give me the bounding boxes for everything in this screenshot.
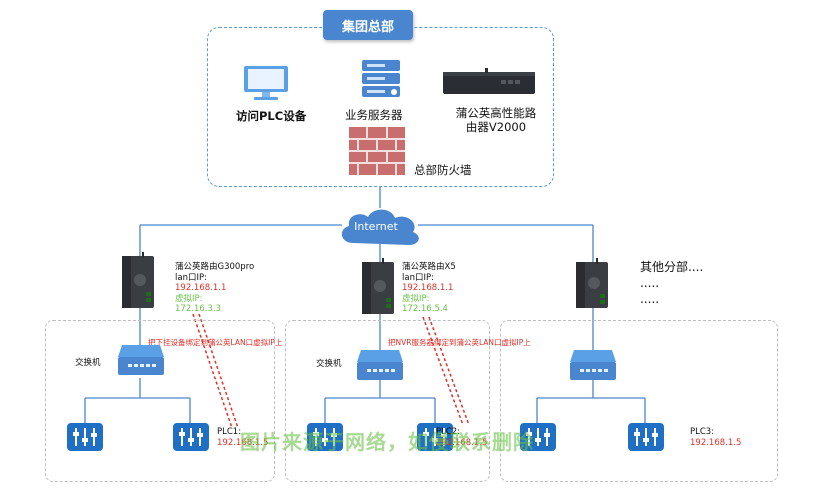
firewall-icon: [349, 127, 405, 175]
branch1-switch-label: 交换机: [75, 358, 101, 368]
branch1-virtual-ip: 172.16.3.3: [175, 304, 221, 314]
branch1-router-info: 蒲公英路由G300pro lan口IP: 192.168.1.1 虚拟IP: 1…: [175, 262, 254, 315]
watermark-text: 图片来源于网络，如侵联系删除: [240, 430, 534, 454]
branch2-note: 把NVR服务器绑定到蒲公英LAN口虚拟IP上: [388, 338, 531, 347]
switch-icon: [118, 345, 164, 375]
switch-icon: [570, 350, 616, 380]
branch1-virtual-label: 虚拟IP:: [175, 293, 203, 304]
branch2-virtual-label: 虚拟IP:: [402, 293, 430, 304]
plc2-ip: 192.168.1.5: [436, 437, 488, 448]
branch1-note: 把下挂设备绑定到蒲公英LAN口虚拟IP上: [148, 338, 283, 347]
hq-title: 集团总部: [323, 10, 413, 40]
branch1-box: [45, 320, 275, 482]
server-icon: [362, 60, 400, 97]
router-x5-icon: [362, 258, 394, 314]
plc3-ip: 192.168.1.5: [690, 437, 742, 448]
router-v2000-icon: [443, 68, 535, 94]
plc3-info: PLC3: 192.168.1.5: [690, 427, 741, 448]
plc-device-icon: [307, 423, 343, 451]
branch2-switch-label: 交换机: [316, 359, 342, 369]
plc-device-icon: [520, 423, 556, 451]
branch2-lan-label: lan口IP:: [402, 272, 434, 283]
branch2-router-title: 蒲公英路由X5: [402, 262, 456, 272]
plc-device-icon: [67, 423, 103, 451]
branch2-router-info: 蒲公英路由X5 lan口IP: 192.168.1.1 虚拟IP: 172.16…: [402, 262, 456, 315]
internet-label: Internet: [354, 220, 398, 233]
branch2-virtual-ip: 172.16.5.4: [402, 304, 448, 314]
plc-device-icon: [628, 423, 664, 451]
branch3-other-info: 其他分部.... ..... .....: [640, 259, 703, 307]
branch3-dots1: .....: [640, 276, 660, 290]
plc3-label: PLC3:: [690, 427, 715, 437]
router-branch3-icon: [576, 258, 608, 308]
computer-icon: [244, 66, 288, 100]
router-g300pro-icon: [122, 252, 154, 308]
switch-icon: [357, 350, 403, 380]
internet-cloud-icon: [341, 209, 419, 245]
plc-access-label: 访问PLC设备: [236, 109, 307, 123]
branch3-dots2: .....: [640, 292, 660, 306]
plc1-label: PLC1:: [217, 427, 242, 437]
app-server-label: 业务服务器: [345, 108, 403, 122]
firewall-label: 总部防火墙: [414, 163, 472, 177]
branch1-lan-label: lan口IP:: [175, 272, 207, 283]
branch3-other-title: 其他分部....: [640, 260, 704, 274]
plc1-info: PLC1: 192.168.1.5: [217, 427, 268, 448]
plc-device-icon: [417, 423, 453, 451]
plc2-info: PLC2: 192.168.1.5: [436, 427, 487, 448]
branch1-lan-ip: 192.168.1.1: [175, 283, 227, 293]
plc1-ip: 192.168.1.5: [217, 437, 269, 448]
plc2-label: PLC2:: [436, 427, 461, 437]
plc-device-icon: [173, 423, 209, 451]
router-v2000-label: 蒲公英高性能路由器V2000: [455, 106, 537, 134]
branch2-lan-ip: 192.168.1.1: [402, 283, 454, 293]
branch1-router-title: 蒲公英路由G300pro: [175, 262, 255, 272]
branch3-box: [500, 320, 778, 482]
branch2-box: [285, 320, 490, 482]
